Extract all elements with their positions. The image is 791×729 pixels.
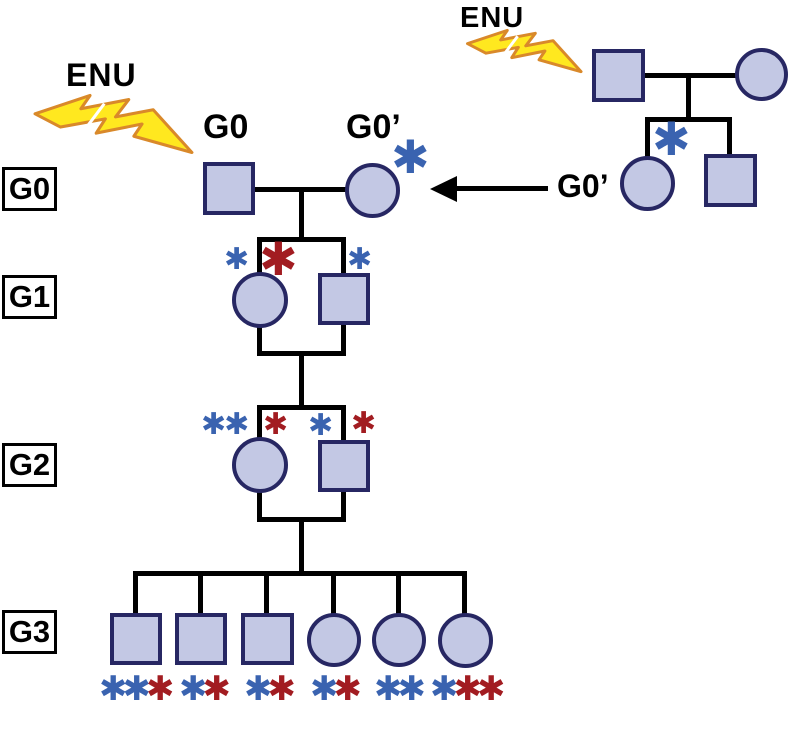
g1-male-marks: ✱	[347, 242, 373, 277]
donor-descent-line	[686, 76, 691, 121]
enu-label-right: ENU	[460, 2, 525, 34]
blue-asterisk-icon: ✱	[244, 669, 273, 709]
g3-sibship-line	[133, 571, 467, 576]
donor-father-square	[592, 49, 645, 102]
g3-child1-marks: ✱✱✱	[99, 669, 175, 709]
gen-axis-text-g3: G3	[8, 614, 51, 649]
g2-female-left-marks: ✱✱	[201, 407, 250, 442]
g0prime-female-circle	[345, 163, 400, 218]
g3-child5-marks: ✱✱	[374, 669, 426, 709]
red-asterisk-icon: ✱	[202, 669, 232, 709]
g3-child1-drop-line	[133, 574, 138, 615]
g1-sibship-line	[257, 237, 346, 242]
main-g0prime-marks: ✱	[391, 134, 430, 180]
lightning-bolt-icon-right	[466, 28, 583, 74]
lightning-bolt-icon-left	[33, 93, 194, 155]
blue-asterisk-icon: ✱	[179, 669, 208, 709]
red-asterisk-icon: ✱	[267, 669, 297, 709]
g3-child4-drop-line	[331, 574, 336, 615]
g2-male-left-marks: ✱	[308, 408, 334, 443]
g2-male-right-marks: ✱	[351, 406, 377, 441]
blue-asterisk-icon: ✱	[374, 669, 403, 709]
g2-female-circle	[232, 437, 288, 493]
g3-female3-circle	[438, 613, 493, 668]
enu-label-left: ENU	[66, 57, 137, 93]
blue-asterisk-icon: ✱	[310, 669, 339, 709]
g3-female2-circle	[372, 613, 426, 667]
donor-daughter-drop-line	[645, 120, 650, 158]
g2-female-right-marks: ✱	[263, 407, 289, 442]
g2-intercross-line	[257, 517, 346, 522]
donor-son-square	[704, 154, 757, 207]
g0-descent-line	[299, 190, 304, 240]
donor-g0prime-daughter-circle	[620, 156, 675, 211]
g1-male-square	[318, 273, 370, 325]
g2-male-square	[318, 440, 370, 492]
g3-child2-drop-line	[198, 574, 203, 615]
red-asterisk-icon: ✱	[453, 669, 483, 709]
gen-axis-label-g1: G1	[2, 275, 57, 319]
g3-child3-drop-line	[264, 574, 269, 615]
g3-child2-marks: ✱✱	[179, 669, 231, 709]
blue-asterisk-icon: ✱	[430, 669, 459, 709]
blue-asterisk-icon: ✱	[224, 407, 250, 442]
donor-son-drop-line	[727, 120, 732, 156]
gen-axis-label-g0: G0	[2, 167, 57, 211]
donor-mother-circle	[735, 48, 788, 101]
g2-descent-line	[299, 520, 304, 574]
red-asterisk-icon: ✱	[333, 669, 363, 709]
blue-asterisk-icon: ✱	[99, 669, 128, 709]
gen-axis-text-g1: G1	[8, 279, 51, 314]
g3-male2-square	[175, 613, 227, 665]
red-asterisk-icon: ✱	[263, 407, 289, 442]
g1-intercross-line	[257, 351, 346, 356]
gen-axis-text-g0: G0	[8, 171, 51, 206]
g1-descent-line	[299, 354, 304, 408]
main-g0prime-label: G0’	[346, 108, 401, 146]
g3-child5-drop-line	[396, 574, 401, 615]
blue-asterisk-icon: ✱	[652, 112, 691, 166]
red-asterisk-icon: ✱	[146, 669, 175, 709]
blue-asterisk-icon: ✱	[347, 242, 373, 277]
g3-male3-square	[241, 613, 294, 665]
g1-female-right-marks: ✱	[259, 236, 298, 282]
red-asterisk-icon: ✱	[259, 232, 298, 286]
g0-mating-line	[252, 187, 348, 192]
red-asterisk-icon: ✱	[351, 406, 377, 441]
blue-asterisk-icon: ✱	[201, 407, 227, 442]
donor-sibship-line	[645, 117, 732, 122]
red-asterisk-icon: ✱	[477, 669, 506, 709]
g3-child4-marks: ✱✱	[310, 669, 362, 709]
g0-male-square	[203, 162, 255, 215]
g3-female1-circle	[307, 613, 361, 667]
g1-female-left-marks: ✱	[224, 242, 250, 277]
main-g0-label: G0	[203, 108, 249, 146]
donor-g0prime-marks: ✱	[652, 116, 691, 162]
gen-axis-text-g2: G2	[8, 447, 51, 482]
g3-child6-marks: ✱✱✱	[430, 669, 506, 709]
blue-asterisk-icon: ✱	[122, 669, 152, 709]
g1-female-circle	[232, 272, 288, 328]
gen-axis-label-g3: G3	[2, 610, 57, 654]
g3-child3-marks: ✱✱	[244, 669, 296, 709]
g2-sibship-line	[257, 405, 346, 410]
donor-g0prime-label: G0’	[557, 168, 609, 204]
blue-asterisk-icon: ✱	[224, 242, 250, 277]
g3-male1-square	[110, 613, 162, 665]
left-arrow-icon	[430, 176, 457, 202]
g3-child6-drop-line	[462, 574, 467, 615]
blue-asterisk-icon: ✱	[397, 669, 427, 709]
transfer-arrow-line	[450, 186, 548, 191]
blue-asterisk-icon: ✱	[308, 408, 334, 443]
donor-mating-line	[643, 73, 737, 78]
blue-asterisk-icon: ✱	[391, 130, 430, 184]
gen-axis-label-g2: G2	[2, 443, 57, 487]
